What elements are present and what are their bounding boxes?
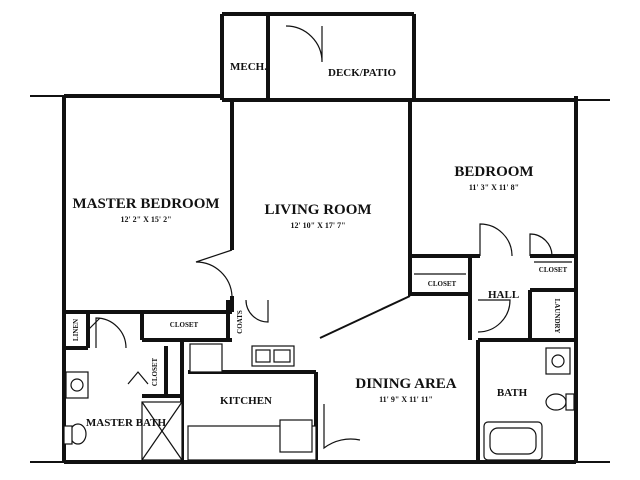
dining-area-dimensions: 11' 9" X 11' 11" [379, 395, 433, 404]
fixtures [63, 261, 575, 461]
bath-label: BATH [497, 387, 528, 399]
master-closet-label: CLOSET [170, 321, 199, 329]
mech-label: MECH. [230, 61, 267, 73]
room-labels: MECH. DECK/PATIO MASTER BEDROOM 12' 2" X… [72, 61, 568, 429]
doors [87, 25, 553, 450]
exterior-walls [30, 12, 610, 464]
kitchen-label: KITCHEN [220, 395, 272, 407]
dining-area-label: DINING AREA [355, 376, 456, 392]
bedroom-closet-label: CLOSET [539, 266, 568, 274]
master-bath-closet-label: CLOSET [151, 357, 159, 386]
interior-walls [64, 14, 576, 462]
master-bath-label: MASTER BATH [86, 417, 167, 429]
hall-label: HALL [488, 289, 519, 301]
coats-closet-label: COATS [236, 310, 244, 334]
hall-closet-label: CLOSET [428, 280, 457, 288]
bedroom-label: BEDROOM [454, 164, 533, 180]
master-bedroom-label: MASTER BEDROOM [72, 196, 219, 212]
bedroom-dimensions: 11' 3" X 11' 8" [469, 183, 519, 192]
living-room-dimensions: 12' 10" X 17' 7" [290, 221, 345, 230]
laundry-label: LAUNDRY [553, 299, 561, 334]
living-room-label: LIVING ROOM [264, 202, 371, 218]
linen-label: LINEN [72, 319, 80, 341]
deck-patio-label: DECK/PATIO [328, 67, 396, 79]
master-bedroom-dimensions: 12' 2" X 15' 2" [120, 215, 171, 224]
